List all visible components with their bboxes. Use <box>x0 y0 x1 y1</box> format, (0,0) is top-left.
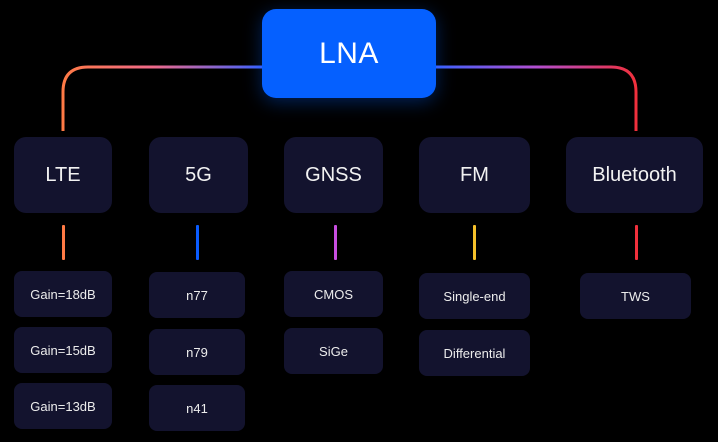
leaf-n41: n41 <box>149 385 245 431</box>
branch-line-bluetooth <box>635 225 638 260</box>
category-bluetooth: Bluetooth <box>566 137 703 213</box>
leaf-differential: Differential <box>419 330 530 376</box>
leaf-gain-15db: Gain=15dB <box>14 327 112 373</box>
category-gnss: GNSS <box>284 137 383 213</box>
connector-left <box>61 65 262 131</box>
category-fm: FM <box>419 137 530 213</box>
leaf-cmos: CMOS <box>284 271 383 317</box>
leaf-tws: TWS <box>580 273 691 319</box>
branch-line-fm <box>473 225 476 260</box>
leaf-n77: n77 <box>149 272 245 318</box>
leaf-single-end: Single-end <box>419 273 530 319</box>
category-5g: 5G <box>149 137 248 213</box>
branch-line-gnss <box>334 225 337 260</box>
root-node-lna: LNA <box>262 9 436 98</box>
branch-line-5g <box>196 225 199 260</box>
leaf-gain-18db: Gain=18dB <box>14 271 112 317</box>
branch-line-lte <box>62 225 65 260</box>
leaf-sige: SiGe <box>284 328 383 374</box>
connector-right <box>436 65 638 131</box>
leaf-gain-13db: Gain=13dB <box>14 383 112 429</box>
leaf-n79: n79 <box>149 329 245 375</box>
category-lte: LTE <box>14 137 112 213</box>
